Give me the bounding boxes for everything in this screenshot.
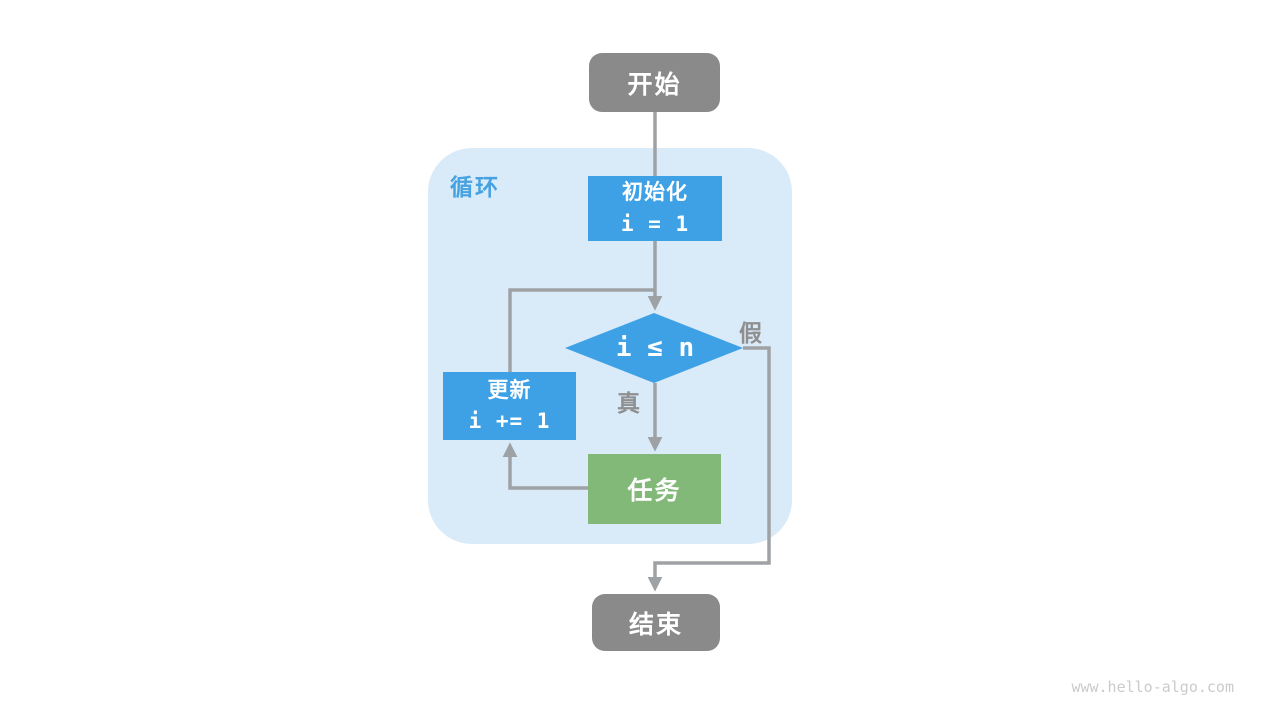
branch-label-false: 假 [739, 320, 762, 346]
init-node-code: i = 1 [620, 211, 690, 236]
start-node: 开始 [589, 53, 720, 112]
edge-condition-to-end [647, 346, 771, 592]
loop-region-label: 循环 [450, 174, 500, 200]
update-node: 更新 i += 1 [443, 372, 576, 440]
task-node: 任务 [588, 454, 721, 524]
update-node-title: 更新 [487, 378, 532, 402]
branch-label-true: 真 [617, 390, 640, 416]
watermark: www.hello-algo.com [1071, 678, 1234, 696]
init-node: 初始化 i = 1 [588, 176, 722, 241]
condition-node: i ≤ n [560, 308, 750, 388]
condition-diamond-shape [565, 313, 743, 383]
update-node-code: i += 1 [468, 409, 551, 433]
task-node-label: 任务 [627, 477, 682, 505]
condition-node-label: i ≤ n [615, 333, 695, 363]
edge-task-to-update [502, 442, 588, 490]
end-node: 结束 [592, 594, 720, 651]
start-node-label: 开始 [627, 70, 682, 99]
edge-update-to-condition [508, 288, 655, 372]
init-node-title: 初始化 [622, 181, 688, 205]
end-node-label: 结束 [628, 610, 683, 639]
